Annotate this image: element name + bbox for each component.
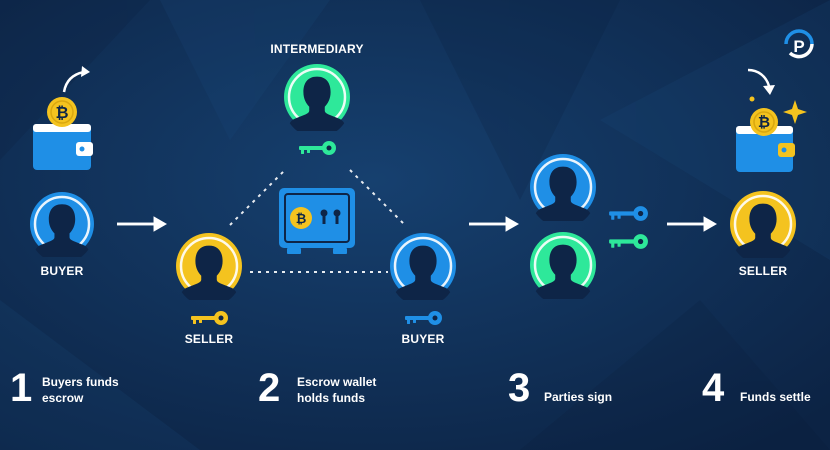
- svg-text:₿: ₿: [55, 104, 68, 122]
- curved-arrow-icon: [747, 68, 775, 95]
- sparkle-icon: [749, 96, 807, 124]
- wallet-icon: [33, 124, 93, 170]
- step-1-number: 1: [10, 366, 33, 410]
- svg-text:P: P: [793, 37, 804, 56]
- step-2-line-1: Escrow wallet: [297, 375, 377, 389]
- logo-icon: P: [784, 29, 814, 59]
- step-1-caption: Buyers funds escrow: [42, 374, 119, 406]
- step-4-number: 4: [702, 366, 725, 410]
- step-1-line-1: Buyers funds: [42, 375, 119, 389]
- step-2-line-2: holds funds: [297, 391, 365, 405]
- signer-avatar-green: [530, 232, 596, 299]
- signer-avatar-blue: [530, 154, 596, 221]
- step-2-number: 2: [258, 366, 281, 410]
- dotted-connectors: [229, 169, 406, 273]
- intermediary-avatar: [284, 64, 350, 131]
- seller-avatar-mid: [176, 233, 242, 300]
- step-3-caption: Parties sign: [544, 390, 613, 404]
- label-seller-mid: SELLER: [184, 332, 234, 346]
- safe-icon: ₿: [279, 188, 355, 254]
- label-intermediary: INTERMEDIARY: [270, 42, 364, 56]
- bitcoin-coin-icon: ₿: [47, 97, 77, 127]
- svg-text:₿: ₿: [296, 211, 307, 226]
- svg-text:₿: ₿: [758, 114, 770, 131]
- bitcoin-coin-icon: ₿: [750, 108, 778, 136]
- step-1-line-2: escrow: [42, 391, 84, 405]
- step-4-caption: Funds settle: [740, 390, 811, 404]
- buyer-avatar-left: [30, 192, 94, 257]
- label-buyer-left: BUYER: [40, 264, 84, 278]
- label-buyer-mid: BUYER: [401, 332, 445, 346]
- seller-avatar-right: [730, 191, 796, 258]
- step-2-caption: Escrow wallet holds funds: [297, 374, 376, 406]
- label-seller-right: SELLER: [738, 264, 788, 278]
- curved-arrow-icon: [62, 66, 90, 93]
- buyer-avatar-mid: [390, 233, 456, 300]
- step-3-number: 3: [508, 366, 531, 410]
